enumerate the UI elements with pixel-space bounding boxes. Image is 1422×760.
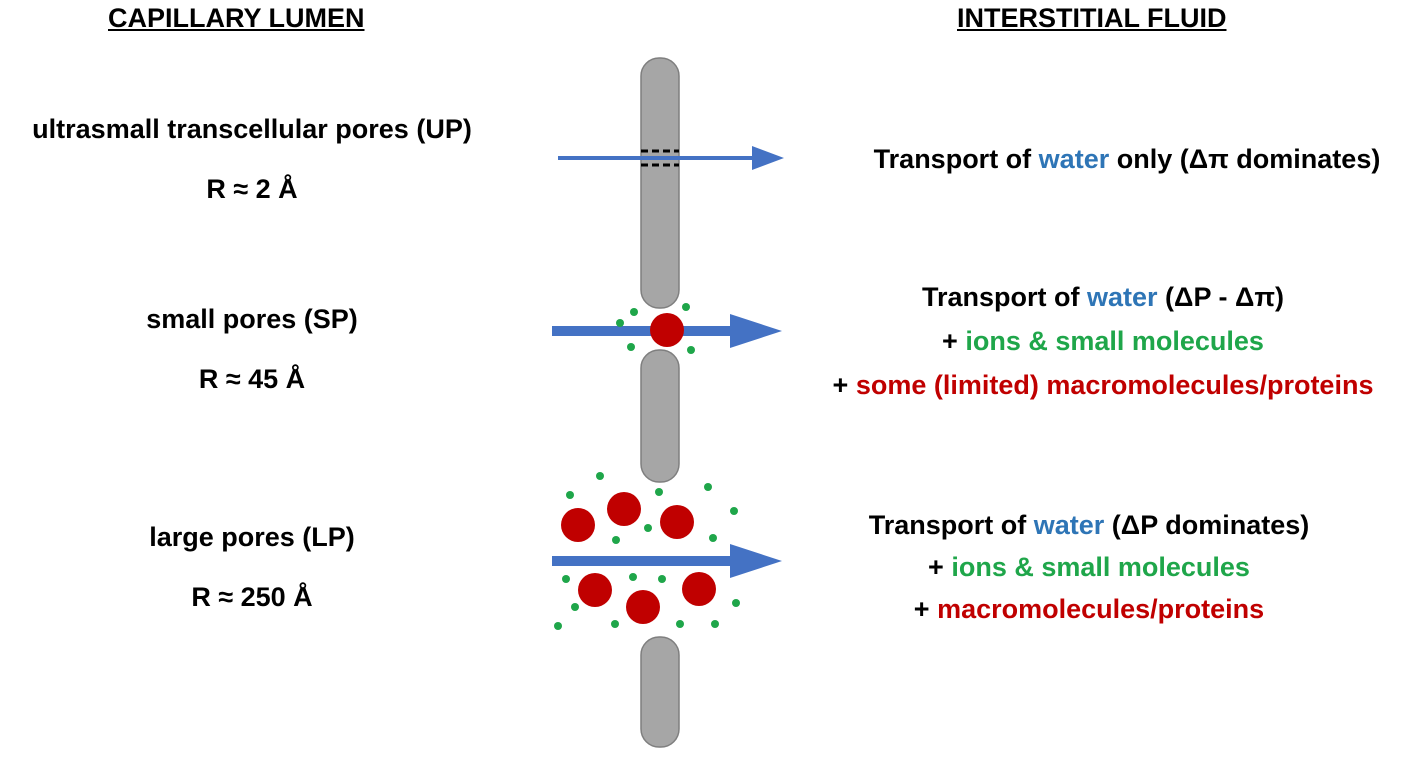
sp-transport-part: Transport of [921, 282, 1087, 312]
sp-pore-radius: R ≈ 45 Å [198, 364, 306, 394]
sp-transport-line-3: + some (limited) macromolecules/proteins [833, 368, 1374, 402]
lp-transport-description: Transport of water (ΔP dominates) + ions… [869, 508, 1310, 626]
sp-small-molecule [627, 343, 635, 351]
lp-small-molecule [644, 524, 652, 532]
up-arrow [558, 146, 784, 170]
sp-arrow-head [730, 314, 782, 348]
sp-pore-name: small pores (SP) [146, 304, 358, 334]
lp-small-molecule [732, 599, 740, 607]
lp-small-molecule [709, 534, 717, 542]
lp-small-molecule [629, 573, 637, 581]
wall-segment-lower [640, 636, 680, 748]
lp-small-molecule [658, 575, 666, 583]
lp-transport-water: water [1033, 510, 1105, 540]
lp-small-molecule [611, 620, 619, 628]
lp-transport-part: (ΔP dominates) [1104, 510, 1310, 540]
capillary-wall [640, 57, 680, 748]
up-transport-water: water [1038, 144, 1110, 174]
wall-segment-middle [640, 349, 680, 483]
sp-transport-macromolecules: some (limited) macromolecules/proteins [855, 370, 1374, 400]
lp-transport-line-1: Transport of water (ΔP dominates) [869, 508, 1310, 542]
up-pore-radius: R ≈ 2 Å [206, 174, 298, 204]
lp-pore-radius: R ≈ 250 Å [191, 582, 313, 612]
lp-small-molecule [676, 620, 684, 628]
lp-macromolecule [561, 508, 595, 542]
lp-small-molecule [596, 472, 604, 480]
up-transport-part: Transport of [873, 144, 1039, 174]
up-pore-name: ultrasmall transcellular pores (UP) [32, 114, 472, 144]
wall-segment-upper [640, 57, 680, 309]
sp-transport-line-1: Transport of water (ΔP - Δπ) [833, 280, 1374, 314]
lp-small-molecule [571, 603, 579, 611]
sp-transport-plus: + [832, 370, 856, 400]
lp-transport-part: Transport of [868, 510, 1034, 540]
lp-transport-plus: + [913, 594, 938, 624]
lp-small-molecule [655, 488, 663, 496]
lp-transport-plus: + [928, 552, 952, 582]
interstitial-fluid-heading: INTERSTITIAL FLUID [957, 3, 1227, 33]
lp-macromolecule [578, 573, 612, 607]
lp-small-molecule [566, 491, 574, 499]
sp-transport-line-2: + ions & small molecules [833, 324, 1374, 358]
sp-small-molecule [687, 346, 695, 354]
lp-transport-line-3: + macromolecules/proteins [869, 592, 1310, 626]
sp-small-molecule [630, 308, 638, 316]
sp-arrow [552, 314, 782, 348]
lp-transport-macromolecules: macromolecules/proteins [937, 594, 1265, 624]
sp-macromolecule [650, 313, 684, 347]
sp-small-molecule [616, 319, 624, 327]
lp-pore-name: large pores (LP) [149, 522, 355, 552]
lp-arrow [552, 544, 782, 578]
lp-small-molecule [554, 622, 562, 630]
up-transport-line-1: Transport of water only (Δπ dominates) [874, 142, 1381, 176]
sp-transport-ions: ions & small molecules [965, 326, 1264, 356]
sp-transport-description: Transport of water (ΔP - Δπ) + ions & sm… [833, 280, 1374, 402]
lp-transport-ions: ions & small molecules [951, 552, 1250, 582]
up-transport-description: Transport of water only (Δπ dominates) [874, 142, 1381, 176]
lp-small-molecule [711, 620, 719, 628]
lp-arrow-head [730, 544, 782, 578]
sp-transport-water: water [1086, 282, 1158, 312]
sp-transport-plus: + [942, 326, 966, 356]
lp-macromolecule [607, 492, 641, 526]
lp-small-molecule [730, 507, 738, 515]
lp-macromolecule [660, 505, 694, 539]
sp-transport-part: (ΔP - Δπ) [1157, 282, 1285, 312]
lp-small-molecule [612, 536, 620, 544]
sp-molecules [616, 303, 695, 354]
up-transport-part: only (Δπ dominates) [1109, 144, 1381, 174]
lp-macromolecule [626, 590, 660, 624]
lp-small-molecule [562, 575, 570, 583]
lp-macromolecule [682, 572, 716, 606]
capillary-lumen-heading: CAPILLARY LUMEN [108, 3, 365, 33]
lp-transport-line-2: + ions & small molecules [869, 550, 1310, 584]
up-pore-channel [641, 149, 679, 167]
up-arrow-head [752, 146, 784, 170]
sp-small-molecule [682, 303, 690, 311]
lp-small-molecule [704, 483, 712, 491]
lp-molecules [554, 472, 740, 630]
